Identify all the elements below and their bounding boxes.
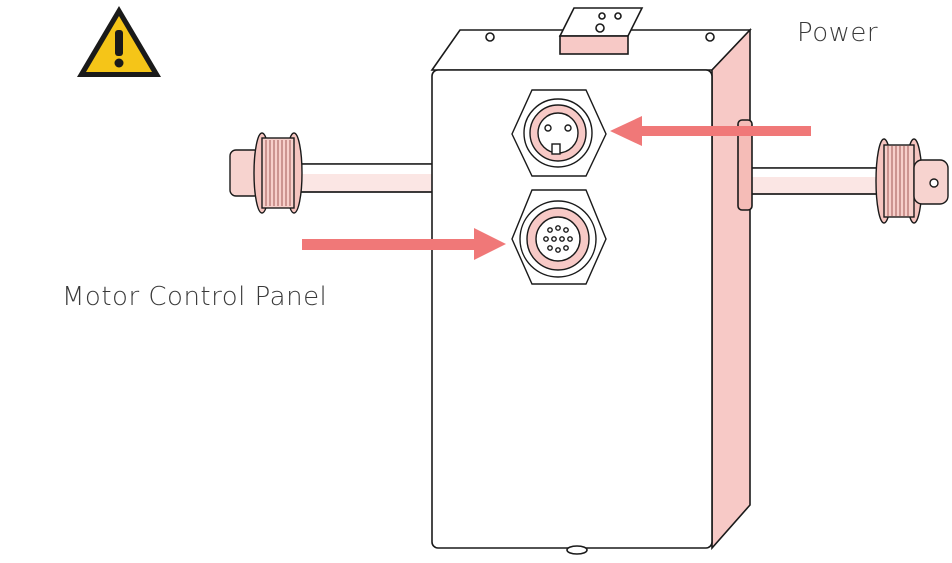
- power-arrow: [610, 116, 811, 146]
- left-shaft-pulley: [229, 132, 437, 214]
- motor-control-arrow: [302, 228, 506, 260]
- right-shaft-pulley: [739, 138, 949, 224]
- enclosure-box: [430, 7, 753, 555]
- power-connector: [511, 89, 607, 177]
- warning-triangle-icon: [77, 6, 161, 77]
- motor-control-panel-label: Motor Control Panel: [62, 282, 328, 312]
- motor-control-connector: [511, 189, 607, 285]
- power-label: Power: [797, 18, 879, 48]
